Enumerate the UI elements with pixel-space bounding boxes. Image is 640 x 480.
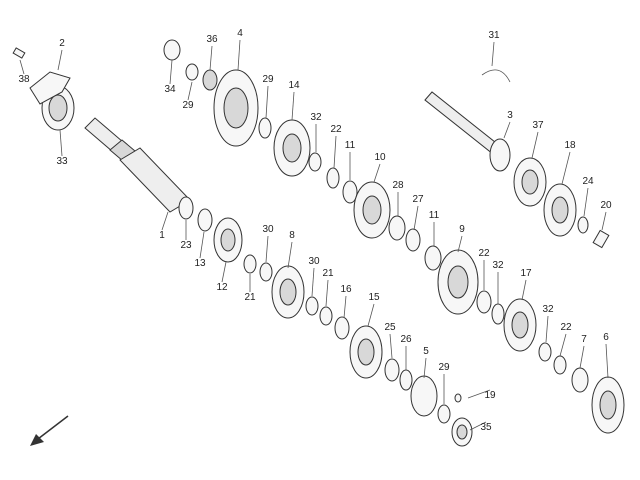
callout-number: 28 [392,180,404,191]
callout-leader [579,345,585,369]
callout-number: 29 [182,100,194,111]
callout-number: 13 [194,258,206,269]
callout-leader [503,121,511,139]
callout-leader [561,151,571,185]
callout-leader [531,131,539,159]
callout-leader [491,41,495,67]
callout-number: 17 [520,268,532,279]
counter-shaft-assembly [424,69,625,434]
callout-leader [521,279,527,301]
callout-leader [59,129,63,157]
callout-leader [367,303,375,327]
callout-number: 32 [542,304,554,315]
callout-number: 22 [560,322,572,333]
callout-number: 21 [322,268,334,279]
callout-number: 2 [59,38,65,49]
callout-number: 7 [581,334,587,345]
callout-number: 30 [308,256,320,267]
main-shaft-assembly [12,47,191,213]
callout-leader [19,59,25,75]
callout-leader [209,45,213,71]
callout-number: 33 [56,156,68,167]
callout-leader [413,205,419,231]
front-arrow-icon [30,415,69,446]
callout-number: 14 [288,80,300,91]
callout-number: 22 [330,124,342,135]
upper-gear-row [163,39,505,325]
callout-leader [469,421,487,431]
callout-leader [325,279,329,307]
callout-number: 32 [492,260,504,271]
callout-number: 1 [159,230,165,241]
callout-number: 21 [244,292,256,303]
callout-number: 27 [412,194,424,205]
callout-leader [423,357,427,379]
callout-leader [389,333,393,359]
callout-leader [583,187,589,217]
callout-number: 11 [429,210,440,221]
callout-leader [601,211,607,231]
callout-leader [545,315,549,343]
callout-number: 8 [289,230,295,241]
callout-number: 6 [603,332,609,343]
callout-number: 3 [507,110,513,121]
callout-number: 34 [164,84,176,95]
callout-leader [265,235,269,263]
callout-number: 29 [438,362,450,373]
callout-leader [373,163,381,183]
callout-leader [343,295,347,319]
callout-leader [333,135,337,169]
callout-number: 18 [564,140,576,151]
callout-leader [265,85,269,119]
callout-leader [291,91,295,121]
callout-number: 30 [262,224,274,235]
callout-leader [237,39,241,71]
callout-leader [605,343,609,379]
callout-number: 29 [262,74,274,85]
callout-number: 11 [345,140,356,151]
callout-leader [287,241,293,269]
callout-number: 20 [600,200,612,211]
callout-number: 23 [180,240,192,251]
callout-leader [457,235,463,253]
callout-leader [221,261,227,283]
callout-leader [57,49,63,71]
callout-number: 24 [582,176,594,187]
callout-number: 31 [488,30,500,41]
callout-leader [169,59,173,85]
callout-leader [467,389,491,399]
callout-number: 9 [459,224,465,235]
callout-number: 36 [206,34,218,45]
callout-number: 19 [484,390,496,401]
callout-number: 5 [423,346,429,357]
callout-leader [311,267,315,297]
callout-number: 16 [340,284,352,295]
callout-leader [187,81,193,101]
callout-number: 37 [532,120,544,131]
lower-gear-row [178,196,473,447]
callout-labels: 1234567891011111213141516171819202121222… [18,28,612,433]
callout-number: 38 [18,74,30,85]
callout-number: 25 [384,322,396,333]
callout-number: 10 [374,152,386,163]
callout-number: 26 [400,334,412,345]
callout-leader [199,231,205,259]
callout-number: 12 [216,282,228,293]
callout-number: 4 [237,28,243,39]
callout-leader [559,333,567,357]
callout-number: 35 [480,422,492,433]
callout-leader [161,211,169,231]
callout-number: 15 [368,292,380,303]
callout-number: 22 [478,248,490,259]
callout-number: 32 [310,112,322,123]
